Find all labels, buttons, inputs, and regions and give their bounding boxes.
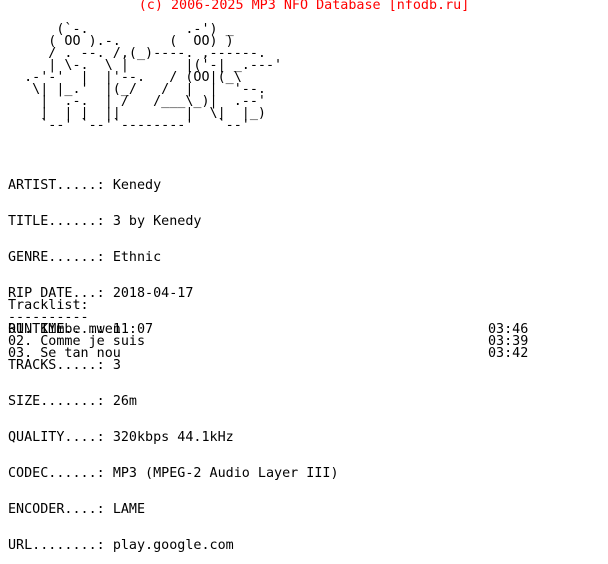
info-label: TRACKS.....: xyxy=(8,358,105,373)
info-label: ARTIST.....: xyxy=(8,178,105,193)
info-value: 3 by Kenedy xyxy=(112,214,202,229)
info-value: 3 xyxy=(112,358,121,373)
info-value: Ethnic xyxy=(112,250,162,265)
info-label: RUNTIME....: xyxy=(8,322,105,337)
info-value: 11:07 xyxy=(112,322,154,337)
tracklist: Tracklist: ---------- 01. Kimbe mwen 03:4… xyxy=(8,298,600,361)
track-duration: 03:46 xyxy=(488,322,529,337)
track-title: 03. Se tan nou xyxy=(8,346,121,361)
info-row-rip-date: RIP DATE...: 2018-04-17 xyxy=(8,286,339,301)
track-title: 01. Kimbe mwen xyxy=(8,322,121,337)
info-label: GENRE......: xyxy=(8,250,105,265)
info-label: RIP DATE...: xyxy=(8,286,105,301)
info-row-url: URL........: play.google.com xyxy=(8,538,339,553)
info-value: Kenedy xyxy=(112,178,162,193)
info-value: 320kbps 44.1kHz xyxy=(112,430,234,445)
tracklist-rule: ---------- xyxy=(8,310,89,325)
info-value: play.google.com xyxy=(112,538,234,553)
info-row-encoder: ENCODER....: LAME xyxy=(8,502,339,517)
info-label: ENCODER....: xyxy=(8,502,105,517)
ascii-art-logo: (`-. .-') _ ( OO ).-. ( OO) ) / . --. /,… xyxy=(24,22,283,133)
track-duration: 03:39 xyxy=(488,334,529,349)
info-label: CODEC......: xyxy=(8,466,105,481)
info-row-runtime: RUNTIME....: 11:07 xyxy=(8,322,339,337)
track-row: 02. Comme je suis 03:39 xyxy=(8,334,600,349)
info-value: LAME xyxy=(112,502,146,517)
info-value: 2018-04-17 xyxy=(112,286,194,301)
info-row-genre: GENRE......: Ethnic xyxy=(8,250,339,265)
copyright-banner: (c) 2006-2025 MP3 NFO Database [nfodb.ru… xyxy=(138,0,470,13)
info-row-tracks: TRACKS.....: 3 xyxy=(8,358,339,373)
info-label: SIZE.......: xyxy=(8,394,105,409)
info-row-quality: QUALITY....: 320kbps 44.1kHz xyxy=(8,430,339,445)
info-row-title: TITLE......: 3 by Kenedy xyxy=(8,214,339,229)
info-row-size: SIZE.......: 26m xyxy=(8,394,339,409)
info-row-codec: CODEC......: MP3 (MPEG-2 Audio Layer III… xyxy=(8,466,339,481)
info-label: QUALITY....: xyxy=(8,430,105,445)
info-label: URL........: xyxy=(8,538,105,553)
tracklist-heading: Tracklist: xyxy=(8,298,89,313)
info-label: TITLE......: xyxy=(8,214,105,229)
track-row: 01. Kimbe mwen 03:46 xyxy=(8,322,600,337)
track-duration: 03:42 xyxy=(488,346,529,361)
info-row-artist: ARTIST.....: Kenedy xyxy=(8,178,339,193)
track-row: 03. Se tan nou 03:42 xyxy=(8,346,600,361)
info-value: MP3 (MPEG-2 Audio Layer III) xyxy=(112,466,339,481)
info-value: 26m xyxy=(112,394,137,409)
track-title: 02. Comme je suis xyxy=(8,334,146,349)
